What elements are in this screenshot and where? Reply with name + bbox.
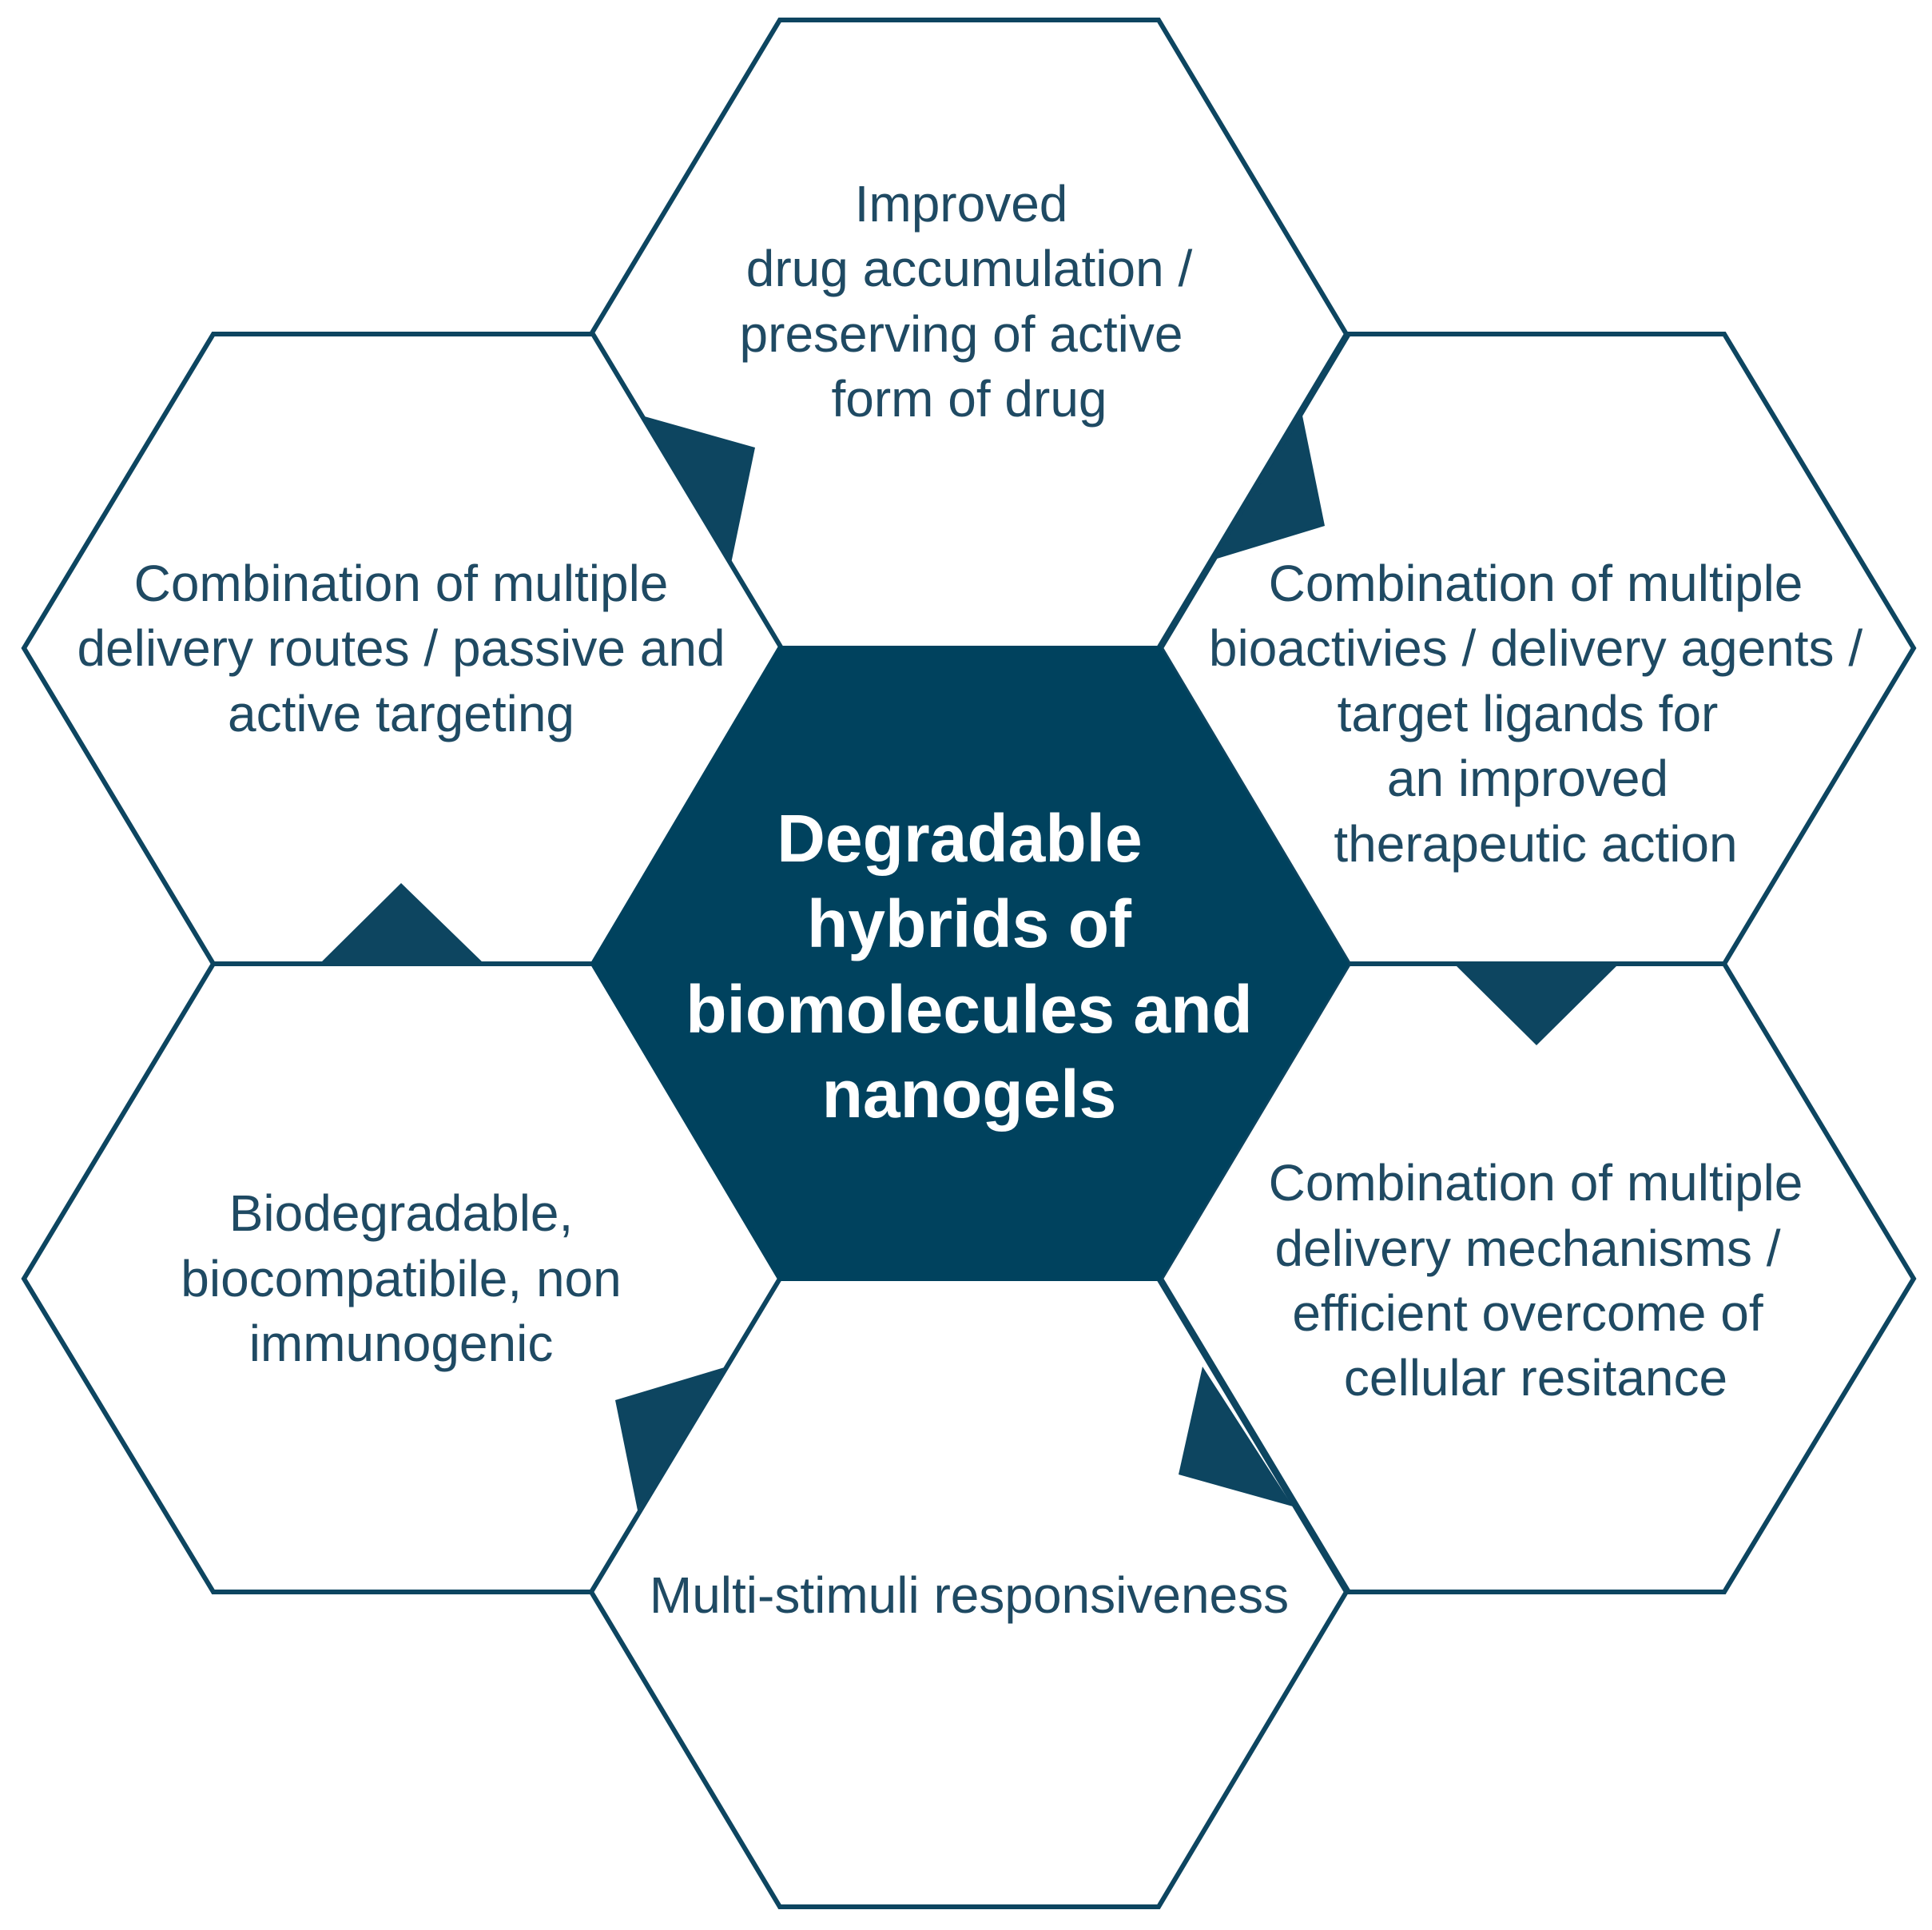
label-bottom-line-1: Multi-stimuli responsiveness (650, 1566, 1289, 1624)
label-upper-left-line-2: delivery routes / passive and (77, 619, 725, 677)
center-title: Degradable hybrids of biomolecules and n… (686, 801, 1253, 1132)
center-title-line-2: hybrids of (807, 886, 1132, 961)
arrow-tab-left (320, 883, 484, 964)
label-lower-right-line-4: cellular resitance (1344, 1349, 1727, 1407)
center-title-line-1: Degradable (777, 801, 1143, 876)
label-upper-right-line-2: bioactivies / delivery agents / (1209, 619, 1862, 677)
label-lower-right-line-3: efficient overcome of (1292, 1284, 1763, 1342)
label-upper-right-line-1: Combination of multiple (1269, 555, 1803, 612)
label-upper-right: Combination of multiple bioactivies / de… (1209, 555, 1862, 873)
arrow-tab-top-left (642, 416, 755, 563)
label-top: Improved drug accumulation / preserving … (740, 175, 1193, 428)
center-title-line-3: biomolecules and (686, 972, 1253, 1047)
label-top-line-1: Improved (855, 175, 1068, 233)
arrow-tab-top-right (1214, 416, 1325, 559)
label-top-line-3: preserving of active (740, 305, 1183, 363)
label-upper-right-line-3: target ligands for (1338, 685, 1719, 742)
arrow-tab-right (1454, 964, 1619, 1045)
label-lower-right-line-1: Combination of multiple (1269, 1154, 1803, 1212)
label-upper-left-line-1: Combination of multiple (134, 555, 669, 612)
label-upper-right-line-4: an improved (1387, 750, 1668, 807)
label-lower-left-line-3: immunogenic (249, 1315, 554, 1372)
label-top-line-4: form of drug (831, 370, 1107, 428)
label-lower-right-line-2: delivery mechanisms / (1274, 1220, 1780, 1277)
label-top-line-2: drug accumulation / (746, 240, 1193, 297)
center-title-line-4: nanogels (822, 1057, 1117, 1132)
label-bottom: Multi-stimuli responsiveness (650, 1566, 1289, 1624)
arrow-tab-bottom-right (1179, 1367, 1293, 1506)
label-upper-left: Combination of multiple delivery routes … (77, 555, 725, 742)
hex-center (590, 646, 1350, 1281)
label-upper-right-line-5: therapeutic action (1334, 815, 1737, 873)
label-lower-right: Combination of multiple delivery mechani… (1269, 1154, 1803, 1407)
label-lower-left-line-1: Biodegradable, (229, 1184, 574, 1242)
label-lower-left: Biodegradable, biocompatibile, non immun… (181, 1184, 621, 1372)
arrow-tab-bottom-left (615, 1367, 727, 1510)
label-upper-left-line-3: active targeting (228, 685, 574, 742)
label-lower-left-line-2: biocompatibile, non (181, 1250, 621, 1307)
